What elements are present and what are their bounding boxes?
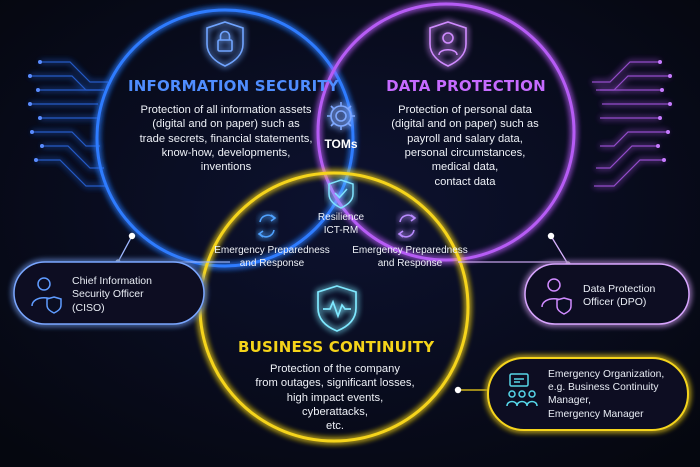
cycle-arrows-icon-left: [257, 214, 277, 238]
heartbeat-shield-icon: [317, 285, 357, 332]
dpo-label: Data Protection Officer (DPO): [583, 283, 683, 310]
epr-line: Emergency Preparedness: [214, 245, 330, 256]
desc-line: personal circumstances,: [404, 146, 526, 159]
desc-line: (digital and on paper) such as: [152, 118, 300, 131]
ciso-line: (CISO): [72, 301, 105, 314]
ciso-line: Chief Information: [72, 275, 152, 287]
gear-icon: [327, 102, 355, 130]
desc-line: Protection of personal data: [398, 104, 532, 116]
circuit-left-decoration: [30, 61, 108, 187]
desc-line: know-how, developments,: [161, 146, 291, 159]
desc-line: high impact events,: [286, 391, 384, 404]
dpo-line: Officer (DPO): [583, 296, 647, 309]
emergency-preparedness-left: Emergency Preparedness and Response: [212, 245, 332, 271]
data-protection-description: Protection of personal data (digital and…: [370, 103, 560, 189]
desc-line: trade secrets, financial statements,: [139, 132, 313, 145]
toms-label: TOMs: [324, 137, 358, 151]
emergency-line: Manager,: [548, 395, 591, 407]
emergency-organization-label: Emergency Organization, e.g. Business Co…: [548, 368, 680, 421]
epr-line: and Response: [239, 257, 305, 269]
desc-line: cyberattacks,: [302, 405, 368, 418]
desc-line: etc.: [325, 420, 345, 433]
dpo-line: Data Protection: [583, 283, 656, 295]
information-security-description: Protection of all information assets (di…: [130, 103, 322, 175]
resilience-line: Resilience: [317, 212, 365, 223]
check-shield-icon: [328, 179, 354, 209]
data-protection-title: DATA PROTECTION: [386, 77, 546, 95]
circuit-right-decoration: [592, 61, 670, 187]
information-security-circle: [95, 8, 355, 268]
ciso-user-shield-icon: [31, 277, 62, 314]
epr-line: and Response: [377, 257, 443, 269]
epr-line: Emergency Preparedness: [352, 245, 468, 256]
emergency-preparedness-right: Emergency Preparedness and Response: [350, 245, 470, 271]
desc-line: Protection of the company: [270, 363, 400, 375]
data-protection-circle: [316, 2, 576, 262]
desc-line: payroll and salary data,: [407, 132, 523, 145]
desc-line: from outages, significant losses,: [255, 377, 415, 390]
business-continuity-description: Protection of the company from outages, …: [240, 362, 430, 434]
desc-line: Protection of all information assets: [140, 104, 312, 116]
emergency-line: Emergency Manager: [548, 408, 644, 420]
emergency-line: e.g. Business Continuity: [548, 382, 659, 394]
emergency-line: Emergency Organization,: [548, 369, 665, 380]
emergency-pill: [487, 357, 689, 431]
ciso-label: Chief Information Security Officer (CISO…: [72, 275, 192, 315]
ciso-line: Security Officer: [72, 288, 144, 301]
user-icon: [429, 21, 467, 67]
resilience-label: Resilience ICT-RM: [306, 212, 376, 238]
cycle-arrows-icon-right: [397, 214, 417, 238]
circuit-right-dots: [656, 60, 672, 162]
ciso-pill: [13, 261, 205, 325]
information-security-title: INFORMATION SECURITY: [128, 77, 339, 95]
dpo-user-shield-icon: [541, 278, 572, 315]
lock-icon: [206, 21, 244, 67]
desc-line: contact data: [434, 175, 496, 188]
desc-line: medical data,: [431, 161, 499, 174]
business-continuity-title: BUSINESS CONTINUITY: [238, 338, 435, 356]
resilience-line: ICT-RM: [323, 224, 359, 236]
circuit-left-dots: [28, 60, 44, 162]
desc-line: inventions: [200, 161, 252, 174]
team-meeting-icon: [506, 373, 538, 407]
desc-line: (digital and on paper) such as: [391, 118, 539, 131]
